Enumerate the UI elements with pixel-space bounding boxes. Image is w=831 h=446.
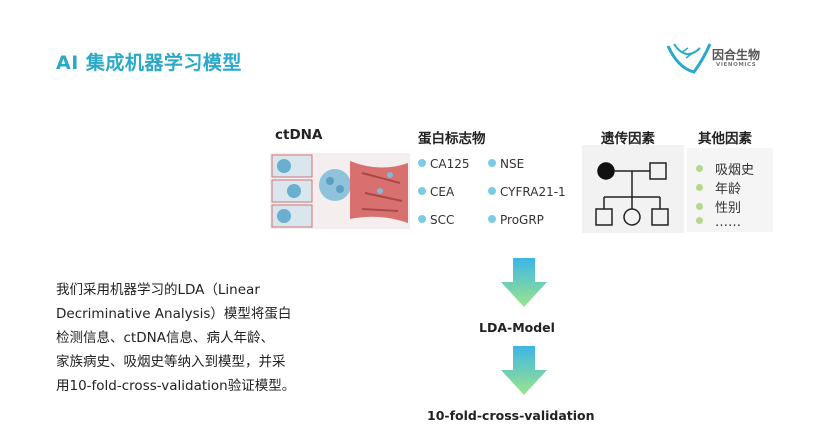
description-line: 我们采用机器学习的LDA（Linear [56, 282, 260, 298]
heading-other-factors: 其他因素 [698, 131, 752, 147]
page-title: AI 集成机器学习模型 [56, 52, 242, 74]
marker-item: CA125 [418, 157, 470, 171]
vienomics-logo-icon [666, 43, 712, 74]
marker-item: CEA [418, 185, 454, 199]
other-factor-label: 年龄 [715, 182, 742, 197]
bullet-dot-icon [696, 203, 703, 210]
marker-label: CEA [430, 185, 455, 199]
description-paragraph: 我们采用机器学习的LDA（Linear Decriminative Analys… [56, 278, 346, 398]
marker-item: CYFRA21-1 [488, 185, 566, 199]
marker-label: CYFRA21-1 [500, 185, 566, 199]
marker-item: ProGRP [488, 213, 544, 227]
heading-genetic-factors: 遗传因素 [601, 131, 655, 147]
lda-model-label: LDA-Model [479, 320, 555, 335]
ctdna-illustration [270, 153, 410, 229]
bullet-dot-icon [488, 215, 496, 223]
other-factor-item: …… [696, 215, 741, 230]
heading-protein-markers: 蛋白标志物 [418, 131, 486, 147]
description-line: 家族病史、吸烟史等纳入到模型，并采 [56, 354, 286, 370]
bullet-dot-icon [696, 184, 703, 191]
bullet-dot-icon [696, 165, 703, 172]
bullet-dot-icon [418, 215, 426, 223]
marker-item: SCC [418, 213, 454, 227]
bullet-dot-icon [418, 159, 426, 167]
bullet-dot-icon [418, 187, 426, 195]
marker-label: NSE [500, 157, 525, 171]
other-factor-label: 吸烟史 [715, 163, 755, 178]
pedigree-chart-icon [595, 162, 669, 226]
logo-subtitle: VIENOMICS [716, 62, 757, 68]
bullet-dot-icon [488, 159, 496, 167]
other-factor-label: 性别 [715, 201, 742, 216]
cross-validation-label: 10-fold-cross-validation [427, 408, 595, 423]
description-line: 检测信息、ctDNA信息、病人年龄、 [56, 330, 274, 346]
other-factor-item: 年龄 [696, 178, 741, 197]
description-line: Decriminative Analysis）模型将蛋白 [56, 306, 292, 322]
other-factor-item: 吸烟史 [696, 159, 754, 178]
marker-label: CA125 [430, 157, 470, 171]
heading-ctdna: ctDNA [275, 127, 323, 143]
description-line: 用10-fold-cross-validation验证模型。 [56, 378, 296, 394]
pedigree-background [582, 145, 684, 233]
marker-label: ProGRP [500, 213, 544, 227]
other-factor-item: 性别 [696, 197, 741, 216]
marker-label: SCC [430, 213, 455, 227]
marker-item: NSE [488, 157, 524, 171]
bullet-dot-icon [696, 217, 703, 224]
other-factor-label: …… [715, 215, 741, 230]
down-arrow-icon [501, 346, 547, 395]
down-arrow-icon [501, 258, 547, 307]
logo-name: 因合生物 [712, 48, 761, 62]
bullet-dot-icon [488, 187, 496, 195]
